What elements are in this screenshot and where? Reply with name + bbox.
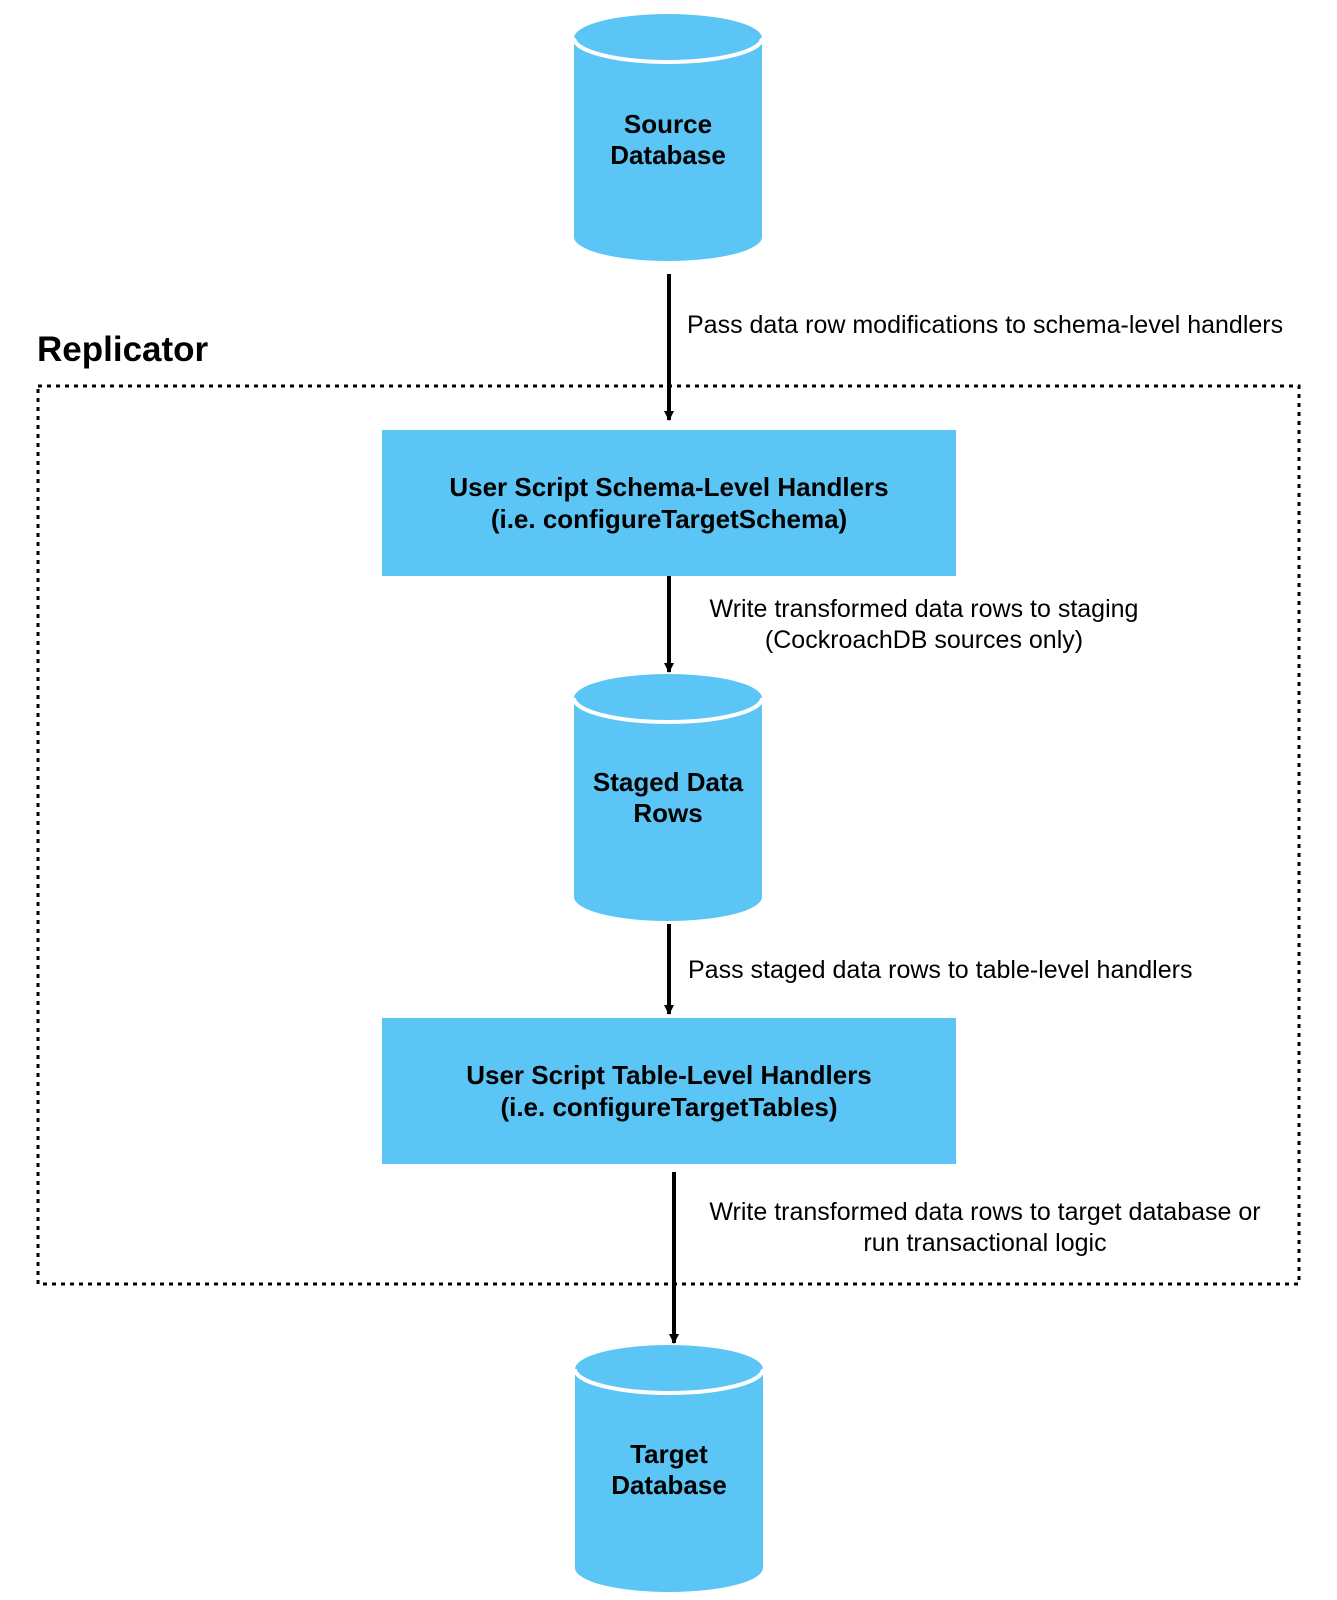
edge-label-line: (CockroachDB sources only)	[764, 626, 1084, 654]
source-database-label: Source Database	[574, 109, 762, 171]
staged-data-rows-cylinder	[572, 674, 764, 921]
edge-label-line: Write transformed data rows to staging	[709, 595, 1139, 623]
table-handlers-label-line: (i.e. configureTargetTables)	[500, 1092, 838, 1122]
target-database-label: Target Database	[575, 1439, 763, 1501]
replicator-group-label: Replicator	[37, 330, 209, 369]
source-database-label-line: Source	[623, 109, 713, 139]
source-database-label-line: Database	[610, 140, 726, 170]
schema-handlers-label: User Script Schema-Level Handlers (i.e. …	[382, 430, 956, 576]
edge-label-staging-to-table: Pass staged data rows to table-level han…	[688, 955, 1192, 986]
source-database-cylinder	[572, 14, 764, 261]
table-handlers-label-line: User Script Table-Level Handlers	[466, 1060, 872, 1090]
table-handlers-box	[382, 1018, 956, 1164]
schema-handlers-box	[382, 430, 956, 576]
edge-label-line: Write transformed data rows to target da…	[709, 1198, 1261, 1226]
schema-handlers-label-line: User Script Schema-Level Handlers	[449, 472, 889, 502]
schema-handlers-label-line: (i.e. configureTargetSchema)	[490, 504, 848, 534]
staged-data-rows-label-line: Rows	[633, 798, 703, 828]
edge-label-schema-to-staging: Write transformed data rows to staging (…	[690, 594, 1158, 656]
staged-data-rows-label: Staged Data Rows	[574, 767, 762, 829]
target-database-cylinder	[573, 1345, 765, 1592]
table-handlers-label: User Script Table-Level Handlers (i.e. c…	[382, 1018, 956, 1164]
edge-label-line: Pass data row modifications to schema-le…	[687, 311, 1284, 339]
target-database-label-line: Target	[630, 1439, 708, 1469]
edge-label-line: run transactional logic	[863, 1229, 1107, 1257]
staged-data-rows-label-line: Staged Data	[592, 767, 744, 797]
target-database-label-line: Database	[611, 1470, 727, 1500]
edge-label-line: Pass staged data rows to table-level han…	[688, 956, 1193, 984]
edge-label-source-to-schema: Pass data row modifications to schema-le…	[687, 310, 1283, 341]
edge-label-table-to-target: Write transformed data rows to target da…	[685, 1197, 1285, 1259]
